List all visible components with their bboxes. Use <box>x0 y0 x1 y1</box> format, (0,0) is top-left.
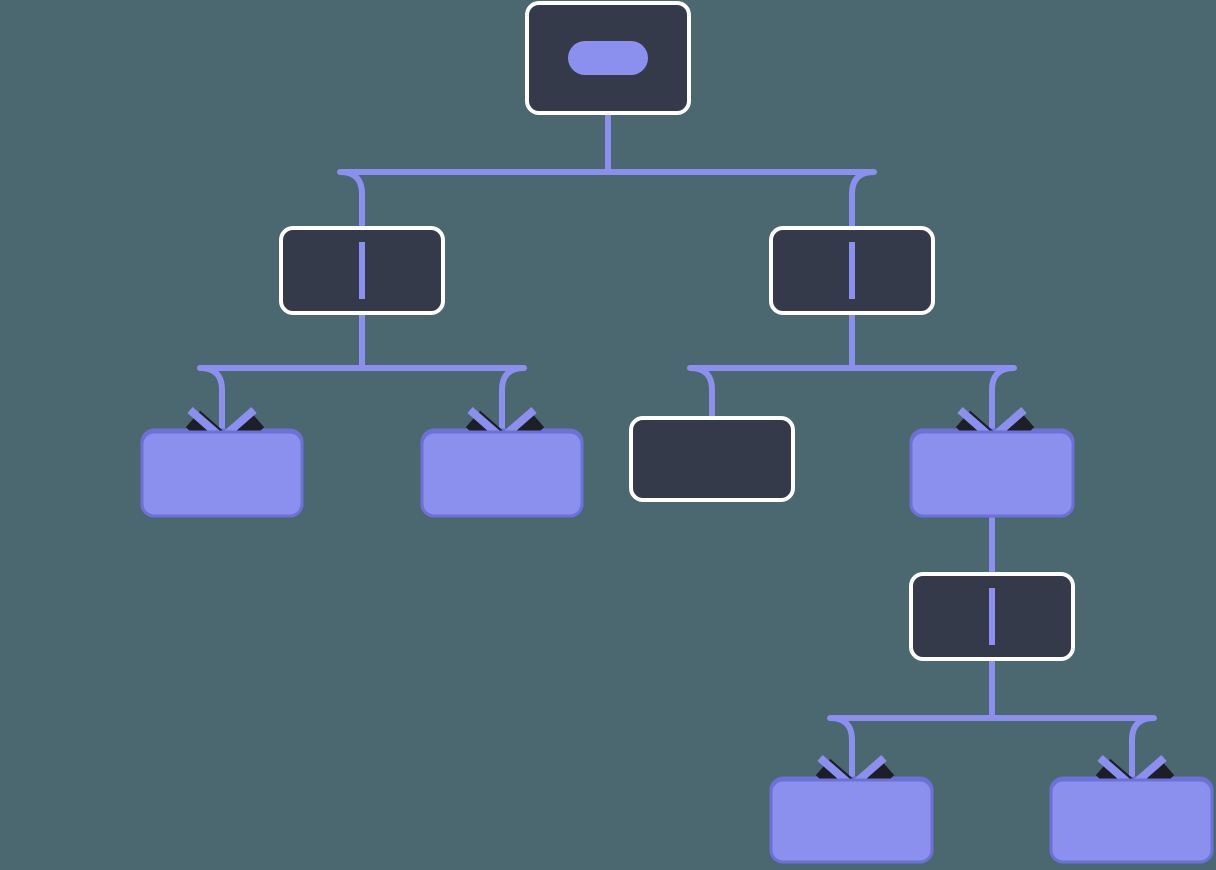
edge-right-to-leaf-d <box>852 365 1017 440</box>
leaf-node-f-fill-overlay[interactable] <box>1049 778 1214 864</box>
edge-root-to-left <box>337 169 608 270</box>
leaf-node-e-fill-overlay[interactable] <box>769 778 934 864</box>
leaf-node-a-fill-overlay[interactable] <box>140 430 304 518</box>
edge-deep-to-leaf-f <box>992 715 1157 788</box>
leaf-node-d-fill-overlay[interactable] <box>909 430 1075 518</box>
edge-left-to-leaf-a <box>197 365 362 440</box>
root-node[interactable] <box>525 1 691 115</box>
edge-deep-to-leaf-e <box>827 715 992 788</box>
edge-root-to-right <box>608 169 877 270</box>
edges-layer <box>197 58 1157 788</box>
branch-node-right[interactable] <box>769 226 935 315</box>
arrow-markers-layer <box>140 406 1214 864</box>
leaf-node-b-fill-overlay[interactable] <box>420 430 584 518</box>
empty-node-c-body[interactable] <box>629 416 795 502</box>
edge-right-to-node-c <box>687 365 852 420</box>
empty-node-c[interactable] <box>629 416 795 502</box>
edge-left-to-leaf-b <box>362 365 527 440</box>
branch-node-left[interactable] <box>279 226 445 315</box>
root-node-pill-label <box>568 41 648 75</box>
branch-node-deep[interactable] <box>909 572 1075 661</box>
